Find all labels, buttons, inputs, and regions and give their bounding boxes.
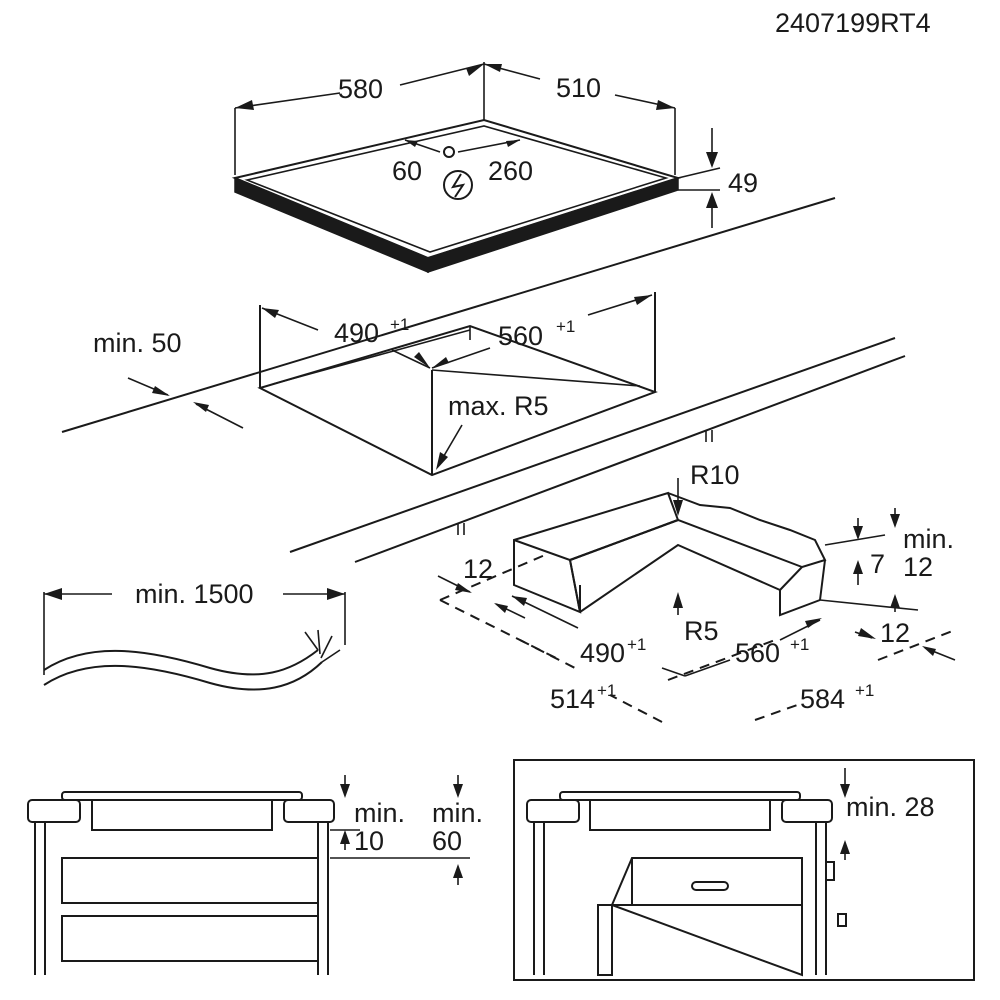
install-drawer-drawing: min. 10 min. 60: [27, 775, 483, 975]
outer-width-label: 514: [550, 684, 595, 714]
connection-left-label: 60: [392, 156, 422, 186]
hob-height-label: 49: [728, 168, 758, 198]
hob-depth-label: 510: [556, 73, 601, 103]
cutout-depth-tolerance: +1: [556, 317, 575, 336]
cutout-width-label: 490: [334, 318, 379, 348]
cable-drawing: min. 1500: [43, 579, 346, 691]
cutout-width-tolerance: +1: [390, 315, 409, 334]
outer-width-tolerance: +1: [597, 681, 616, 700]
clearance-2-label: min.: [432, 798, 483, 828]
oven-handle: [691, 881, 729, 891]
outer-radius-label: R10: [690, 460, 740, 490]
hob-drawing: 580 510 60 260 49: [231, 62, 758, 274]
cutout-drawing: 490 +1 560 +1 min. 50 max. R5: [61, 197, 906, 563]
reference-code: 2407199RT4: [775, 8, 931, 38]
seal-detail-drawing: R10 R5 12 7 min. 12 12: [437, 460, 956, 723]
hob-width-label: 580: [338, 74, 383, 104]
min-value-label: 12: [903, 552, 933, 582]
cable-wires-icon: [304, 629, 341, 663]
cutout-radius-label: max. R5: [448, 391, 549, 421]
electrical-connection-icon: [443, 170, 473, 200]
gap-label: 7: [870, 549, 885, 579]
clearance-1-value: 10: [354, 826, 384, 856]
oven-clearance-label: min. 28: [846, 792, 935, 822]
inner-depth-tolerance: +1: [790, 635, 809, 654]
inner-radius-label: R5: [684, 616, 719, 646]
cable-length-label: min. 1500: [135, 579, 254, 609]
cutout-depth-label: 560: [498, 321, 543, 351]
install-oven-drawing: min. 28: [513, 759, 975, 981]
inner-width-tolerance: +1: [627, 635, 646, 654]
clearance-1-label: min.: [354, 798, 405, 828]
outer-depth-tolerance: +1: [855, 681, 874, 700]
min-label: min.: [903, 524, 954, 554]
front-distance-label: min. 50: [93, 328, 182, 358]
oven-detail-frame: [513, 759, 975, 981]
connection-right-label: 260: [488, 156, 533, 186]
inner-depth-label: 560: [735, 638, 780, 668]
edge-right-label: 12: [880, 618, 910, 648]
inner-width-label: 490: [580, 638, 625, 668]
outer-depth-label: 584: [800, 684, 845, 714]
clearance-2-value: 60: [432, 826, 462, 856]
